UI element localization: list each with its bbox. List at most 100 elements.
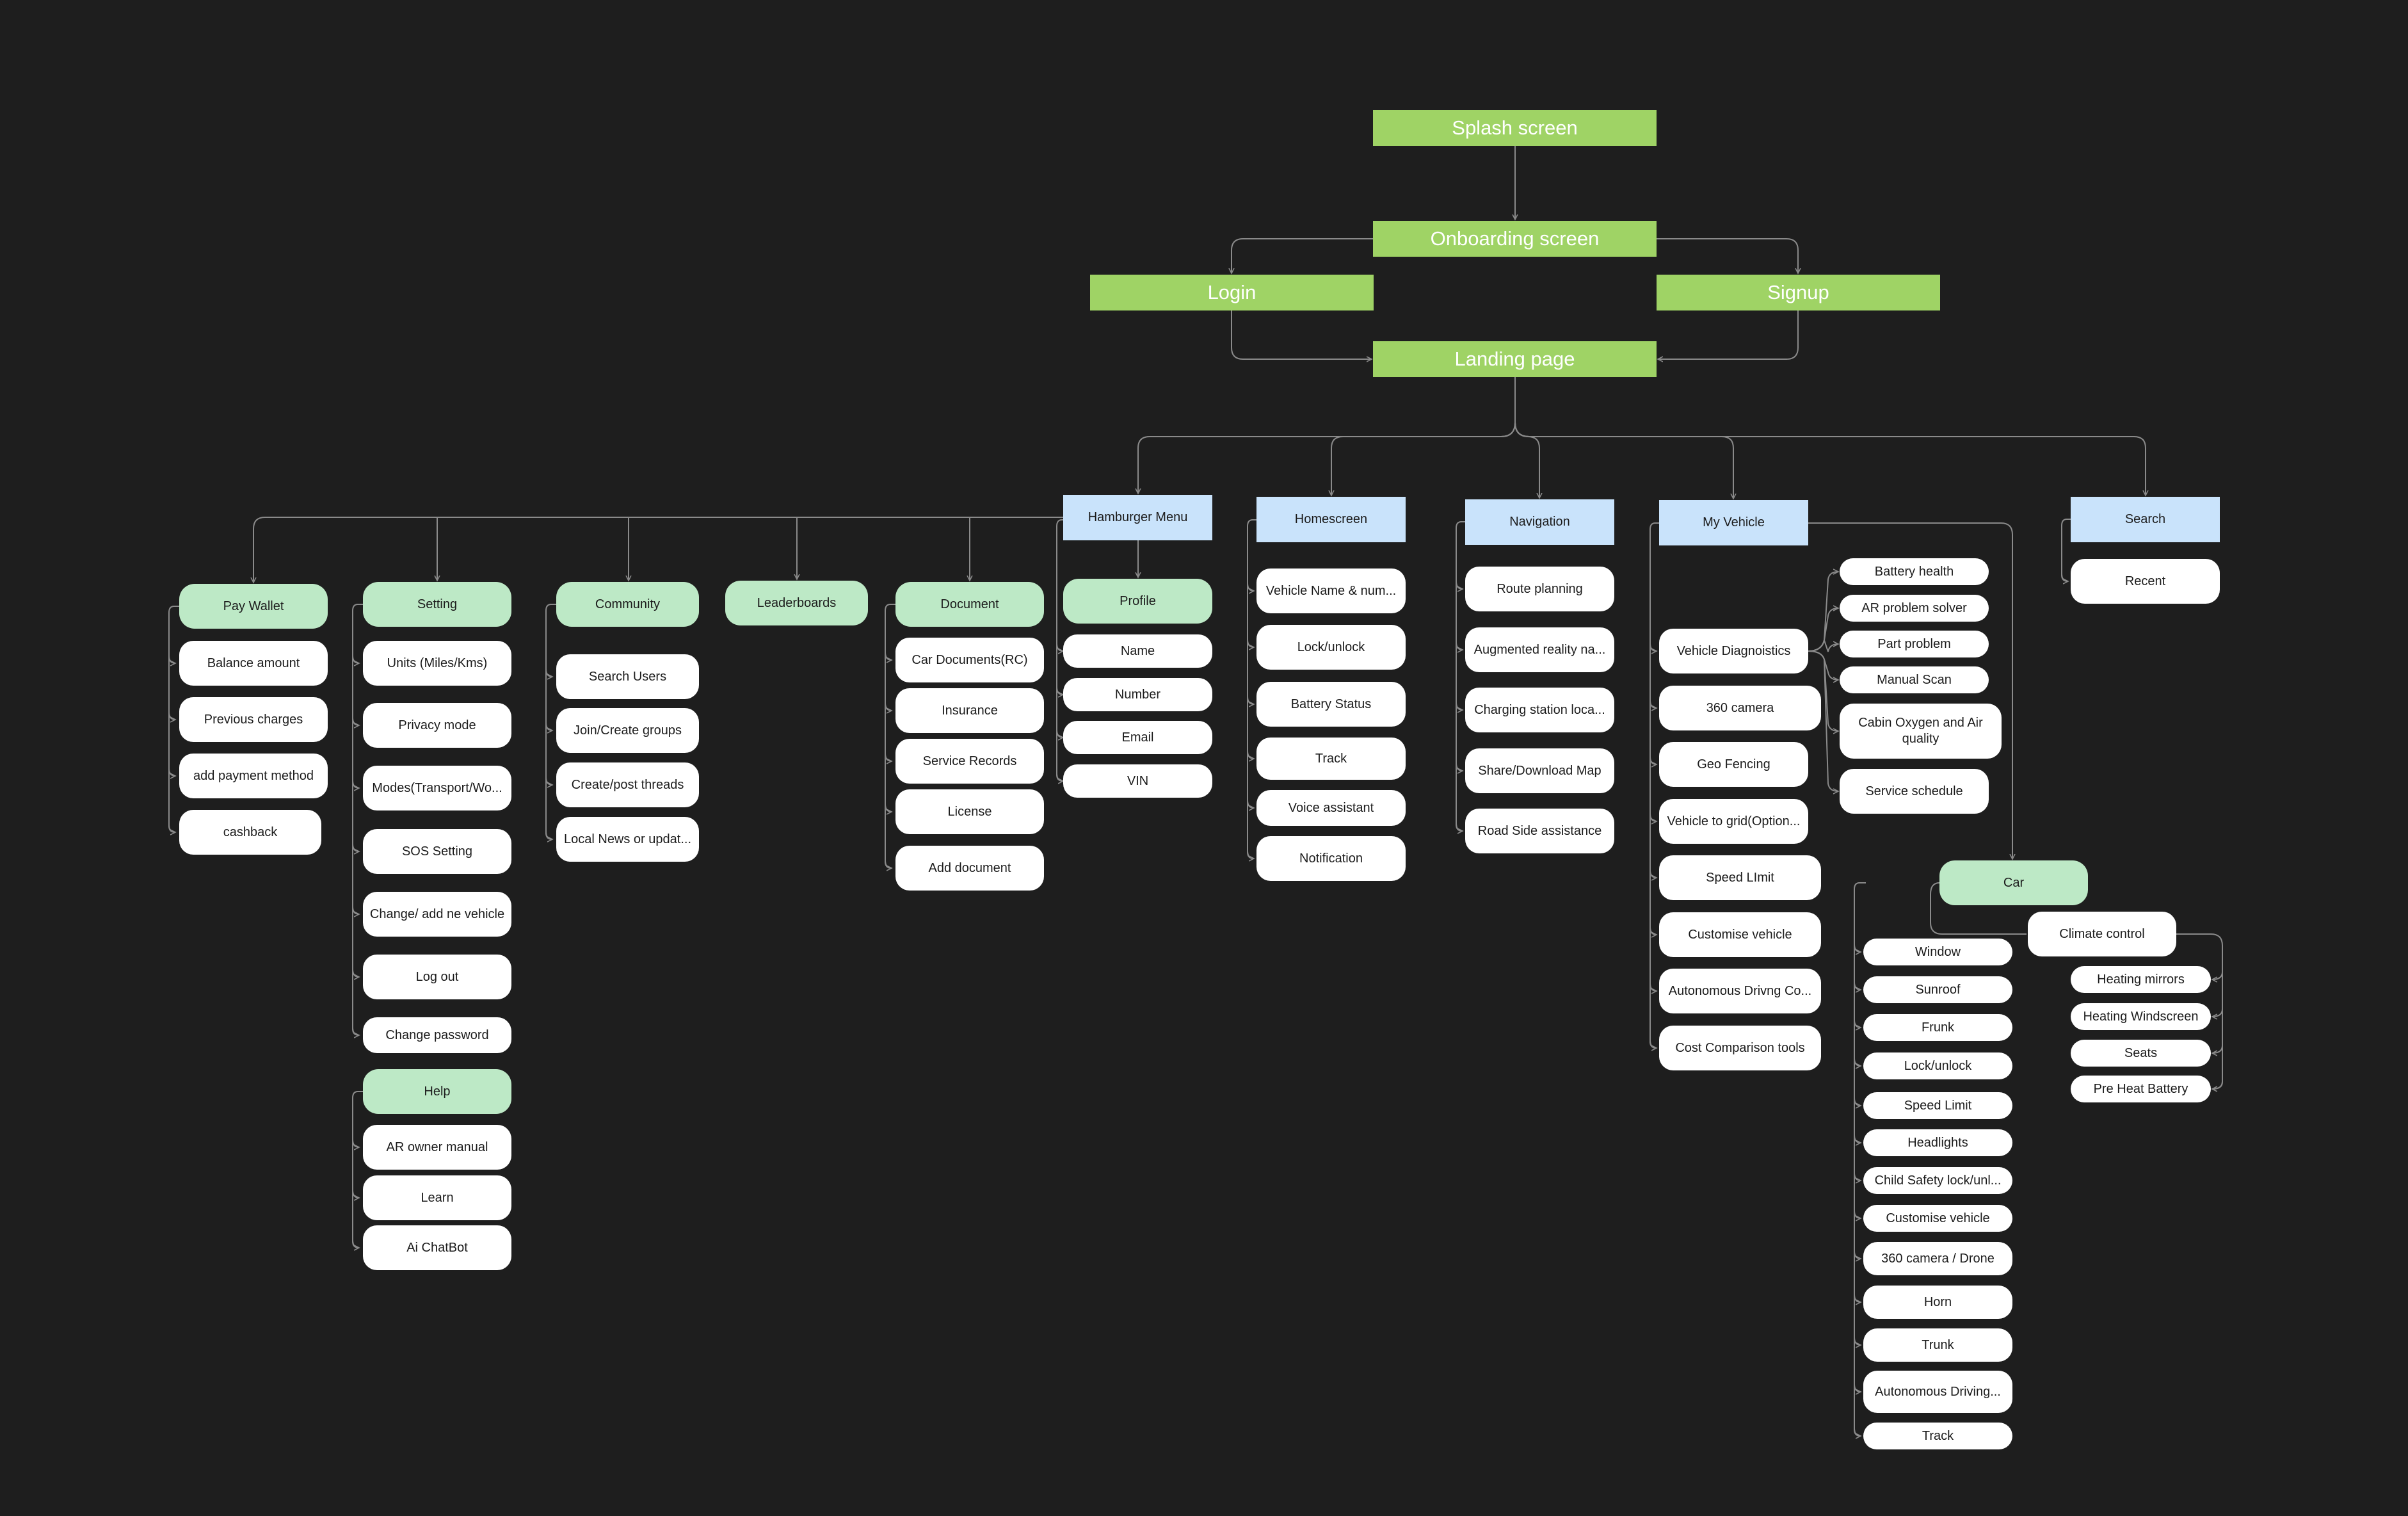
connector-line: [885, 702, 892, 711]
list-item: Sunroof: [1863, 976, 2012, 1003]
list-item: Heating mirrors: [2071, 966, 2211, 993]
splash-screen-node: Splash screen: [1373, 110, 1657, 146]
list-item: Speed Limit: [1863, 1092, 2012, 1119]
connector-line: [545, 668, 552, 677]
list-item: Change/ add ne vehicle: [363, 892, 511, 937]
list-item: SOS Setting: [363, 829, 511, 874]
list-item: Name: [1063, 634, 1212, 668]
list-item: cashback: [179, 810, 321, 855]
connector-line: [1056, 729, 1063, 738]
connector-line: [1657, 238, 1798, 273]
list-item: Customise vehicle: [1863, 1205, 2012, 1232]
list-item: Search Users: [556, 654, 699, 699]
list-item: Manual Scan: [1840, 666, 1989, 693]
connector-line: [1649, 643, 1657, 651]
list-item: Geo Fencing: [1659, 742, 1808, 787]
navigation-node: Navigation: [1465, 499, 1614, 545]
list-item: Battery health: [1840, 558, 1989, 585]
list-item: Notification: [1256, 836, 1406, 881]
connector-line: [1854, 1172, 1861, 1181]
connector-line: [1056, 686, 1063, 695]
list-item: Change password: [363, 1017, 511, 1053]
connector-line: [1649, 700, 1657, 708]
connector-line: [1456, 762, 1463, 771]
list-item: Service schedule: [1840, 769, 1989, 814]
list-item: Local News or updat...: [556, 817, 699, 862]
connector-line: [1854, 981, 1861, 990]
list-item: Frunk: [1863, 1014, 2012, 1041]
list-item: Create/post threads: [556, 762, 699, 807]
list-item: Voice assistant: [1256, 790, 1406, 826]
connector-line: [1649, 869, 1657, 878]
pay-wallet-header: Pay Wallet: [179, 584, 328, 629]
connector-line: [1854, 1097, 1861, 1106]
list-item: Child Safety lock/unl...: [1863, 1167, 2012, 1194]
list-item: Horn: [1863, 1286, 2012, 1319]
connector-line: [1854, 1250, 1861, 1259]
landing-page-node: Landing page: [1373, 341, 1657, 377]
list-item: Headlights: [1863, 1129, 2012, 1156]
list-item: Number: [1063, 678, 1212, 711]
list-item: Augmented reality na...: [1465, 627, 1614, 672]
connector-line: [253, 517, 1063, 583]
connector-line: [168, 655, 175, 663]
connector-line: [1649, 1040, 1657, 1048]
connector-line: [1247, 800, 1254, 808]
list-item: Cost Comparison tools: [1659, 1026, 1821, 1070]
list-item: Units (Miles/Kms): [363, 641, 511, 686]
connector-line: [168, 768, 175, 776]
connector-line: [1247, 850, 1254, 859]
connector-line: [352, 655, 359, 663]
connector-line: [2061, 573, 2068, 581]
connector-line: [168, 711, 175, 720]
connector-line: [352, 1027, 359, 1035]
list-item: Trunk: [1863, 1328, 2012, 1362]
connector-line: [1456, 823, 1463, 831]
list-item: VIN: [1063, 764, 1212, 798]
connector-line: [1138, 377, 1516, 494]
list-item: Autonomous Driving...: [1863, 1371, 2012, 1413]
list-item: Privacy mode: [363, 703, 511, 748]
connector-line: [1331, 422, 1516, 496]
connector-line: [2212, 1008, 2223, 1017]
connector-line: [1808, 522, 2012, 859]
list-item: Modes(Transport/Wo...: [363, 766, 511, 810]
list-item: Add document: [895, 846, 1044, 891]
list-item: Insurance: [895, 688, 1044, 733]
connector-line: [1808, 650, 1838, 680]
list-item: Lock/unlock: [1256, 625, 1406, 670]
connector-line: [1808, 572, 1838, 652]
connector-line: [352, 780, 359, 788]
list-item: Heating Windscreen: [2071, 1003, 2211, 1030]
list-item: Car Documents(RC): [895, 638, 1044, 682]
list-item: Join/Create groups: [556, 708, 699, 753]
leaderboards-header: Leaderboards: [725, 581, 868, 625]
connector-line: [352, 1239, 359, 1248]
connector-line: [545, 777, 552, 785]
list-item: Recent: [2071, 559, 2220, 604]
connector-line: [885, 604, 897, 869]
list-item: Route planning: [1465, 567, 1614, 611]
connector-line: [1854, 1019, 1861, 1028]
connector-line: [1247, 750, 1254, 759]
list-item: Pre Heat Battery: [2071, 1076, 2211, 1102]
list-item: Share/Download Map: [1465, 748, 1614, 793]
list-item: Autonomous Drivng Co...: [1659, 969, 1821, 1013]
connector-line: [2212, 1045, 2223, 1053]
list-item: Charging station loca...: [1465, 688, 1614, 732]
connector-line: [885, 803, 892, 812]
connector-line: [1649, 756, 1657, 764]
my-vehicle-node: My Vehicle: [1659, 500, 1808, 545]
setting-header: Setting: [363, 582, 511, 627]
connector-line: [352, 1189, 359, 1198]
connector-line: [1854, 1134, 1861, 1143]
homescreen-node: Homescreen: [1256, 497, 1406, 542]
connector-line: [1658, 310, 1799, 359]
list-item: AR owner manual: [363, 1125, 511, 1170]
list-item: Email: [1063, 721, 1212, 754]
help-header: Help: [363, 1069, 511, 1114]
document-header: Document: [895, 582, 1044, 627]
list-item: Ai ChatBot: [363, 1225, 511, 1270]
list-item: Lock/unlock: [1863, 1052, 2012, 1079]
